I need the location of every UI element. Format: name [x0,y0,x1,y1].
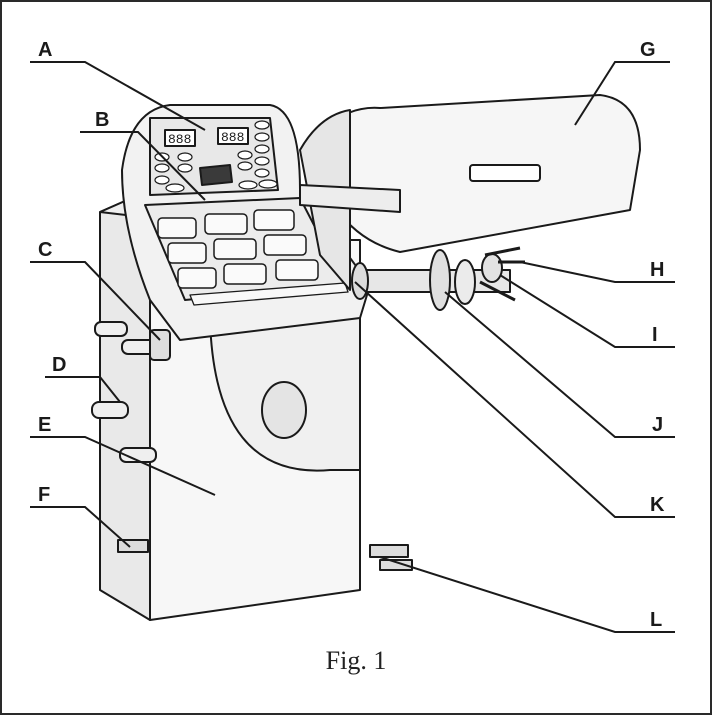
leader-e [30,436,216,496]
callout-f: F [38,484,50,506]
leader-g [574,61,670,126]
hub-flange [429,249,451,311]
weight-tray-compartments [157,209,319,289]
leader-b [80,131,206,201]
guard-arm [299,184,401,213]
callout-a: A [38,39,52,61]
display-readout-right-text: 888 [221,130,244,145]
callout-h: H [650,259,664,281]
leader-a [30,61,206,131]
callout-d: D [52,354,66,376]
callout-k: K [650,494,665,516]
display-buttons [154,120,278,193]
callout-leaders [30,61,675,633]
cabinet-front-knob [261,381,307,439]
callout-e: E [38,414,51,436]
display-readout-right [217,127,249,145]
centering-cone [454,259,476,305]
leader-j [444,291,675,438]
leader-d [45,376,121,403]
wheel-guard-handle [469,164,541,182]
callout-b: B [95,109,109,131]
callout-i: I [652,324,658,346]
leader-l [379,556,675,633]
side-hook [149,329,171,361]
callout-l: L [650,609,662,631]
leader-i [499,274,675,348]
quick-nut [481,253,503,283]
leader-h [519,261,675,283]
leader-k [354,281,675,518]
display-weight-icon [199,164,233,186]
shaft-flange [351,262,369,300]
display-readout-left-text: 888 [168,132,191,147]
leader-f [30,506,131,548]
figure-caption: Fig. 1 [325,646,387,675]
weight-tray-lip [189,282,349,306]
display-readout-left [164,129,196,147]
callout-g: G [640,39,656,61]
callout-c: C [38,239,52,261]
callout-j: J [652,414,663,436]
accessory-pins [91,321,157,463]
leader-c [30,261,161,341]
